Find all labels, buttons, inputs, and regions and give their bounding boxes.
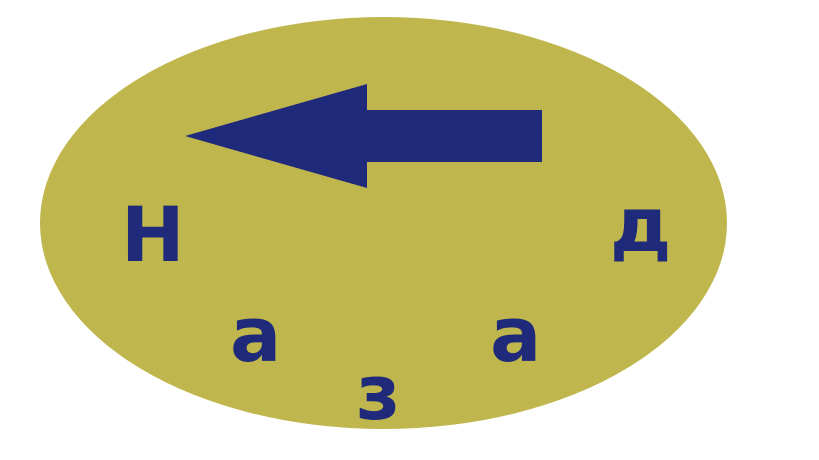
- back-label-letter-3: з: [356, 348, 401, 437]
- back-label-letter-2: а: [230, 290, 282, 379]
- arrow-left-icon: [185, 84, 542, 188]
- back-label-letter-1: Н: [121, 190, 185, 279]
- back-button[interactable]: Н а з а д: [40, 17, 727, 437]
- back-button-background: [40, 17, 727, 429]
- back-label-letter-5: д: [610, 180, 672, 269]
- back-label-letter-4: а: [490, 290, 542, 379]
